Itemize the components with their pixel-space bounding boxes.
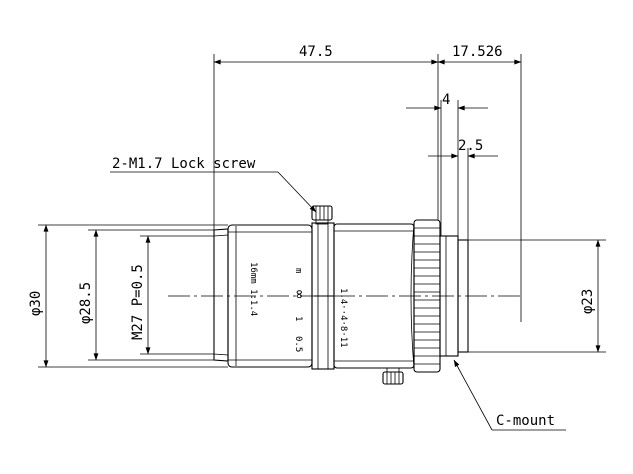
dim-mount-depth: 4 bbox=[406, 92, 488, 236]
dim-mount-diameter-value: φ23 bbox=[580, 289, 596, 314]
dim-flange-back: 17.526 bbox=[437, 44, 522, 262]
engraving-aperture: 1.4··4·8·11 bbox=[338, 288, 348, 348]
engraving-1: 1 bbox=[293, 316, 303, 321]
dim-outer-diameter: φ30 bbox=[28, 224, 228, 368]
engraving-m: m bbox=[293, 268, 303, 273]
dim-mount-depth-value: 4 bbox=[442, 92, 450, 108]
c-mount-label: C-mount bbox=[496, 413, 555, 429]
leader-lock-screw: 2-M1.7 Lock screw bbox=[110, 156, 317, 213]
engraving-infinity: ∞ bbox=[291, 290, 307, 299]
dim-flange-back-value: 17.526 bbox=[452, 44, 503, 60]
dim-overall-length: 47.5 bbox=[213, 44, 439, 230]
dim-overall-length-value: 47.5 bbox=[299, 44, 333, 60]
leader-c-mount: C-mount bbox=[453, 359, 566, 431]
dim-mount-step: 2.5 bbox=[428, 138, 498, 240]
lock-screw-bottom bbox=[382, 367, 404, 385]
lock-screw-top bbox=[311, 205, 333, 225]
dim-mount-step-value: 2.5 bbox=[458, 138, 483, 154]
dim-filter-thread: M27 P=0.5 bbox=[130, 235, 214, 355]
dim-barrel-diameter-value: φ28.5 bbox=[78, 282, 94, 324]
lock-screw-label: 2-M1.7 Lock screw bbox=[112, 156, 256, 172]
engraving-focal: 16mm 1:1.4 bbox=[248, 262, 258, 316]
dim-outer-diameter-value: φ30 bbox=[28, 291, 44, 316]
engraving-05: 0.5 bbox=[293, 336, 303, 352]
dim-mount-diameter: φ23 bbox=[468, 239, 606, 353]
dim-filter-thread-value: M27 P=0.5 bbox=[130, 264, 146, 340]
knurl-lines bbox=[414, 227, 440, 365]
engravings: 16mm 1:1.4 m ∞ 1 0.5 1.4··4·8·11 bbox=[248, 262, 348, 352]
dim-barrel-diameter: φ28.5 bbox=[78, 229, 214, 361]
